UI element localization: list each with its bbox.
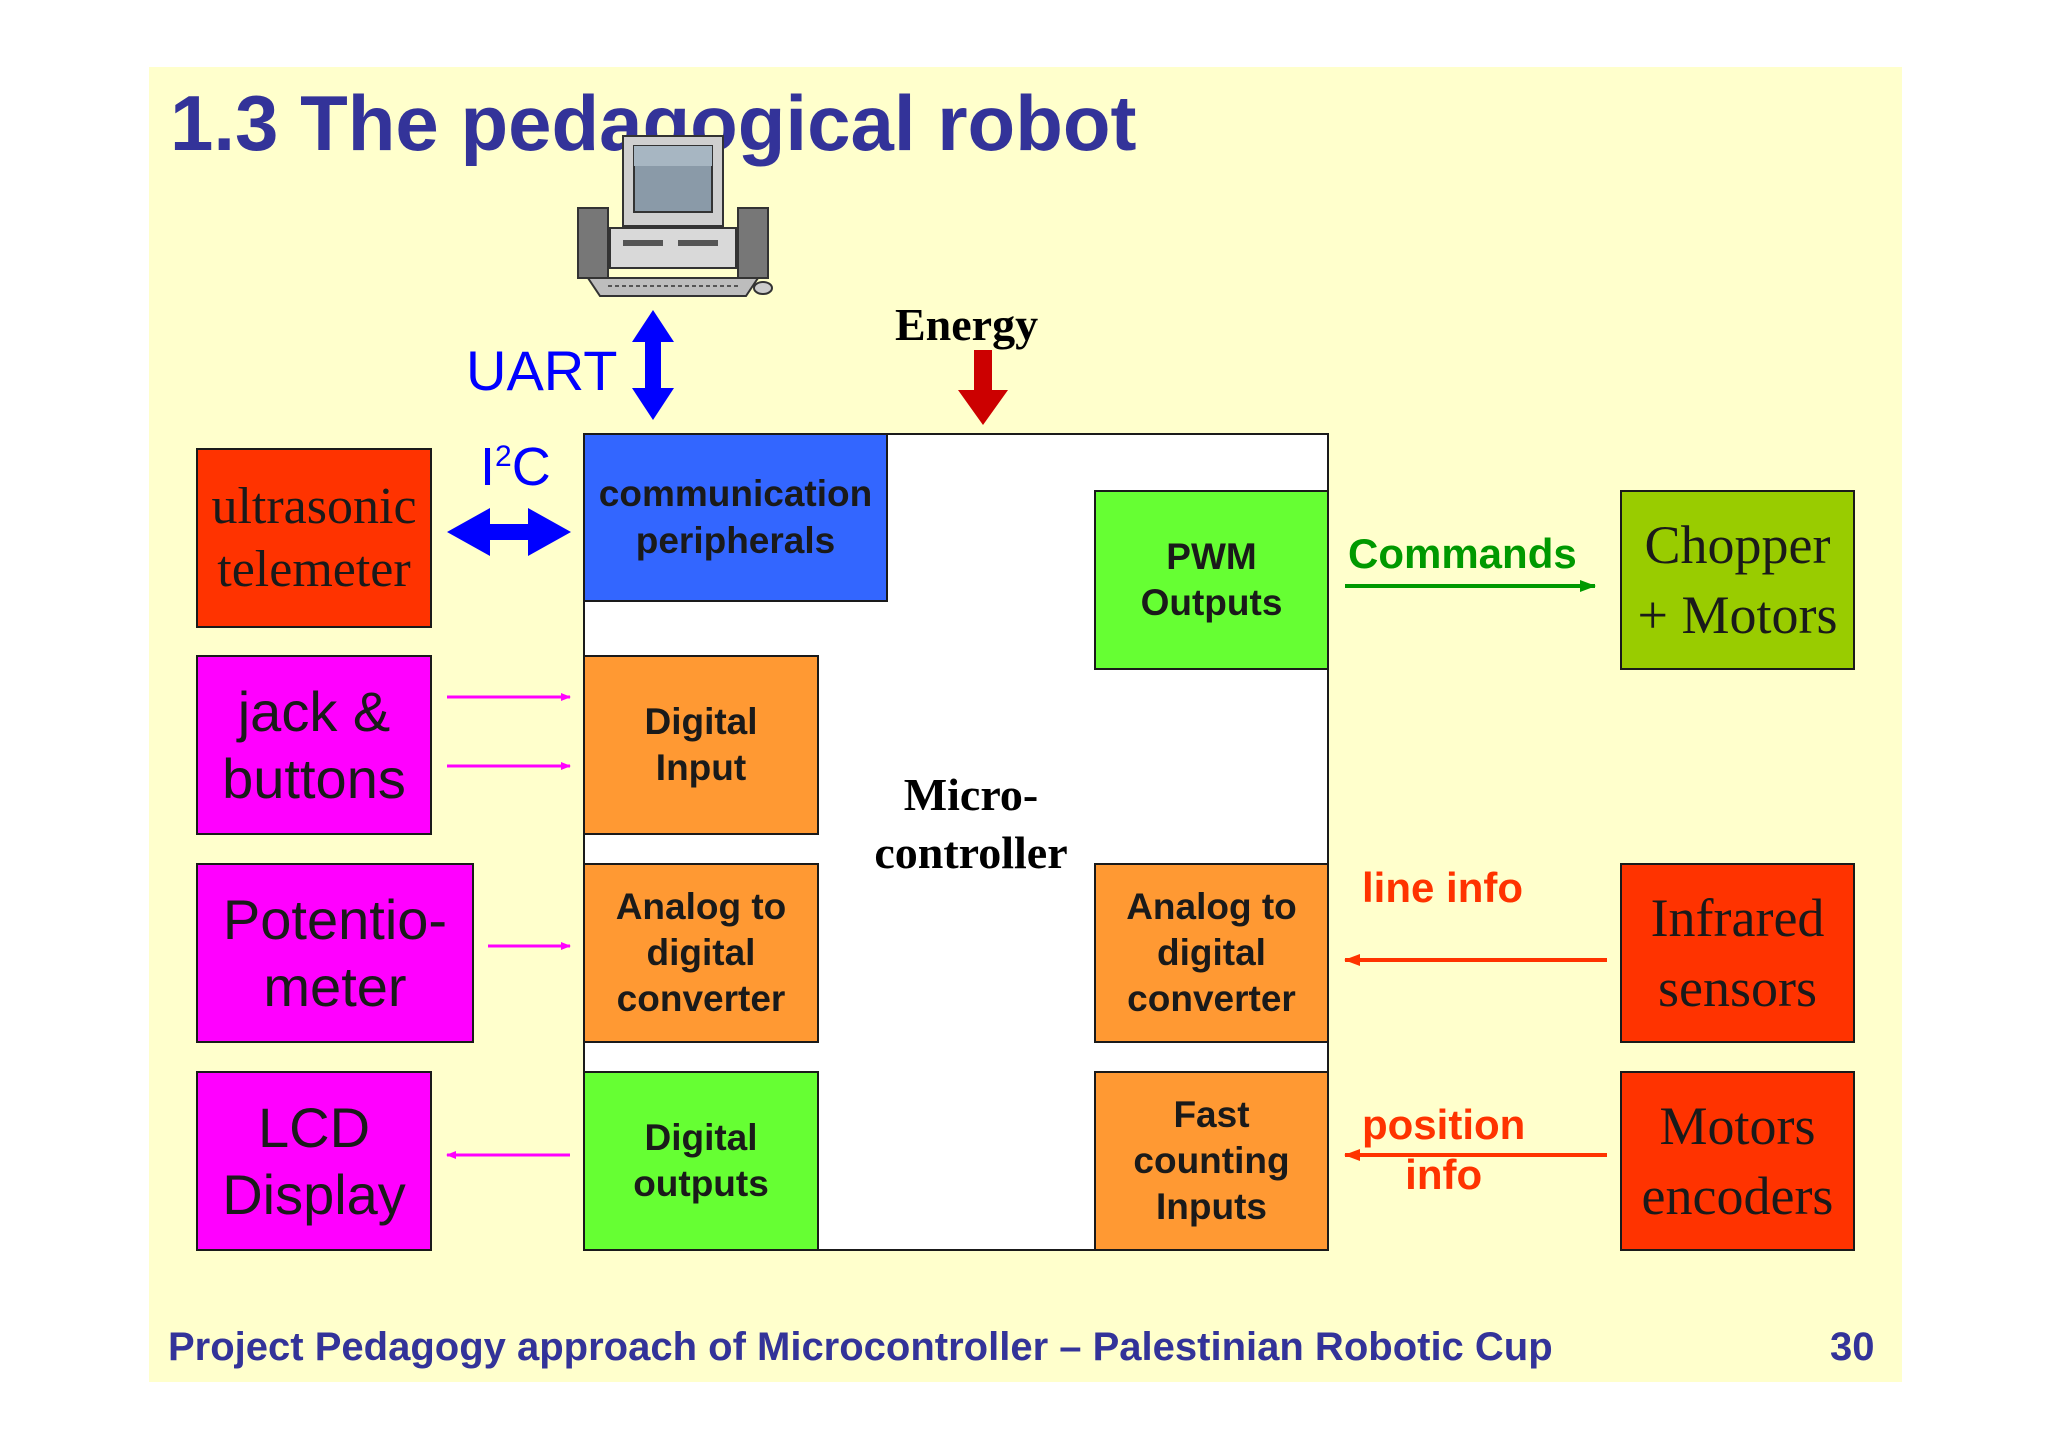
uart-label: UART <box>466 339 618 402</box>
potentiometer-box: Potentio-meter <box>196 863 474 1043</box>
slide-footer: Project Pedagogy approach of Microcontro… <box>168 1325 1553 1369</box>
desktop-computer-icon <box>577 135 773 297</box>
commands-label: Commands <box>1348 530 1577 577</box>
i2c-label: I2C <box>480 437 551 497</box>
line-info-label: line info <box>1362 864 1523 911</box>
uart-double-arrow <box>632 310 674 420</box>
energy-arrow <box>958 350 1008 425</box>
chopper-motors-box: Chopper+ Motors <box>1620 490 1855 670</box>
microcontroller-label: Micro-controller <box>874 769 1068 878</box>
jack-buttons-box: jack &buttons <box>196 655 432 835</box>
i2c-double-arrow <box>447 508 571 556</box>
energy-label: Energy <box>895 299 1039 350</box>
page-number: 30 <box>1830 1325 1875 1369</box>
